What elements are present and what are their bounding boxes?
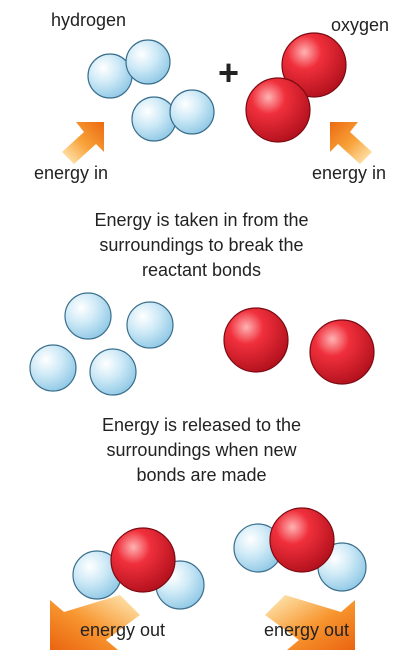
oxygen-label: oxygen bbox=[331, 15, 390, 35]
hydrogen-atom bbox=[29, 344, 77, 392]
hydrogen-label: hydrogen bbox=[51, 10, 127, 30]
caption-line: Energy is taken in from the bbox=[94, 210, 309, 230]
plus-sign: + bbox=[218, 52, 240, 93]
caption-line: reactant bonds bbox=[141, 260, 262, 280]
oxygen-atom bbox=[269, 507, 335, 573]
separated-oxygen-atoms bbox=[223, 307, 375, 385]
hydrogen-atom bbox=[89, 348, 137, 396]
energy-out-label-right: energy out bbox=[264, 620, 350, 640]
oxygen-atom bbox=[223, 307, 289, 373]
oxygen-atom bbox=[245, 77, 311, 143]
caption-line: surroundings to break the bbox=[99, 235, 304, 255]
hydrogen-molecule bbox=[131, 89, 215, 142]
caption-line: surroundings when new bbox=[106, 440, 297, 460]
oxygen-atom bbox=[110, 527, 176, 593]
oxygen-atom bbox=[309, 319, 375, 385]
water-molecule bbox=[72, 527, 205, 610]
energy-out-label-left: energy out bbox=[80, 620, 166, 640]
energy-in-arrow-left bbox=[62, 122, 104, 164]
energy-in-arrow-right bbox=[330, 122, 372, 164]
water-molecule bbox=[233, 507, 367, 592]
hydrogen-atom bbox=[169, 89, 215, 135]
hydrogen-atom bbox=[64, 292, 112, 340]
energy-out-arrow-right bbox=[265, 595, 355, 650]
caption-line: Energy is released to the bbox=[101, 415, 302, 435]
caption-energy-released: Energy is released to the surroundings w… bbox=[0, 413, 403, 488]
energy-in-label-right: energy in bbox=[312, 163, 387, 183]
separated-hydrogen-atoms bbox=[29, 292, 174, 396]
energy-out-arrow-left bbox=[50, 595, 140, 650]
hydrogen-atom bbox=[125, 39, 171, 85]
caption-energy-taken-in: Energy is taken in from the surroundings… bbox=[0, 208, 403, 283]
hydrogen-atom bbox=[87, 53, 133, 99]
oxygen-atom bbox=[281, 32, 347, 98]
energy-in-label-left: energy in bbox=[34, 163, 109, 183]
hydrogen-atom bbox=[126, 301, 174, 349]
hydrogen-atom bbox=[131, 96, 177, 142]
hydrogen-molecule bbox=[87, 39, 171, 99]
oxygen-molecule bbox=[245, 32, 347, 143]
caption-line: bonds are made bbox=[136, 465, 267, 485]
